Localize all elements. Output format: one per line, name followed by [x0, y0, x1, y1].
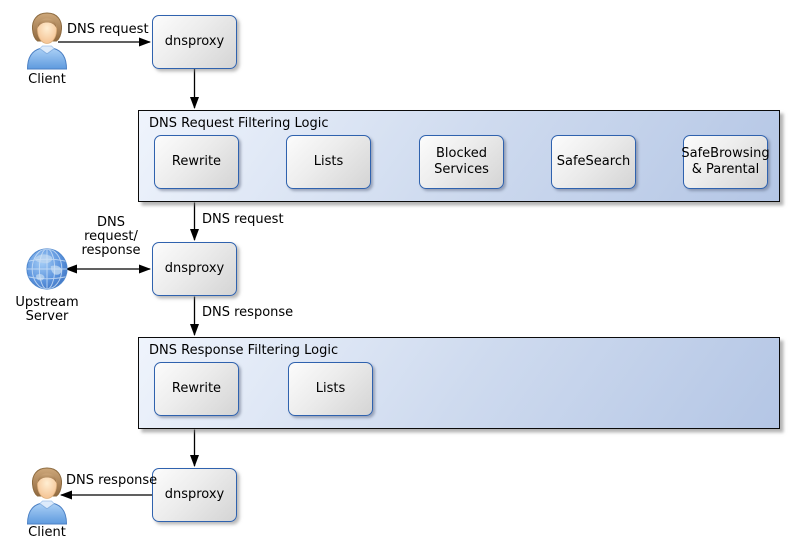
dnsproxy-mid-label: dnsproxy [164, 260, 225, 276]
dnsproxy-node-bottom: dnsproxy [152, 468, 237, 522]
edge-label-client-request: DNS request [67, 22, 149, 37]
upstream-server-label: Upstream Server [15, 295, 79, 324]
person-icon [25, 467, 69, 529]
edge-label-filtered-request: DNS request [202, 212, 284, 227]
request-filtering-title: DNS Request Filtering Logic [149, 116, 329, 131]
dnsproxy-node-mid: dnsproxy [152, 242, 237, 296]
step-blocked-services: Blocked Services [419, 135, 504, 189]
dnsproxy-node-top: dnsproxy [152, 15, 237, 69]
request-filtering-container: DNS Request Filtering Logic Rewrite List… [138, 110, 780, 202]
globe-icon [25, 247, 69, 295]
response-filtering-title: DNS Response Filtering Logic [149, 343, 339, 358]
response-filtering-container: DNS Response Filtering Logic Rewrite Lis… [138, 337, 780, 429]
edge-label-upstream-exchange: DNS request/ response [81, 215, 141, 258]
step-lists-response: Lists [288, 362, 373, 416]
step-rewrite: Rewrite [154, 135, 239, 189]
client-top-label: Client [28, 72, 66, 87]
step-safesearch: SafeSearch [551, 135, 636, 189]
dnsproxy-bottom-label: dnsproxy [164, 486, 225, 502]
edge-label-client-response: DNS response [66, 473, 158, 488]
step-safebrowsing-parental: SafeBrowsing & Parental [681, 135, 770, 189]
dnsproxy-top-label: dnsproxy [164, 33, 225, 49]
person-icon [25, 12, 69, 74]
edge-label-proxy-response: DNS response [202, 305, 294, 320]
client-bottom-label: Client [28, 525, 66, 540]
step-lists: Lists [286, 135, 371, 189]
step-rewrite-response: Rewrite [154, 362, 239, 416]
